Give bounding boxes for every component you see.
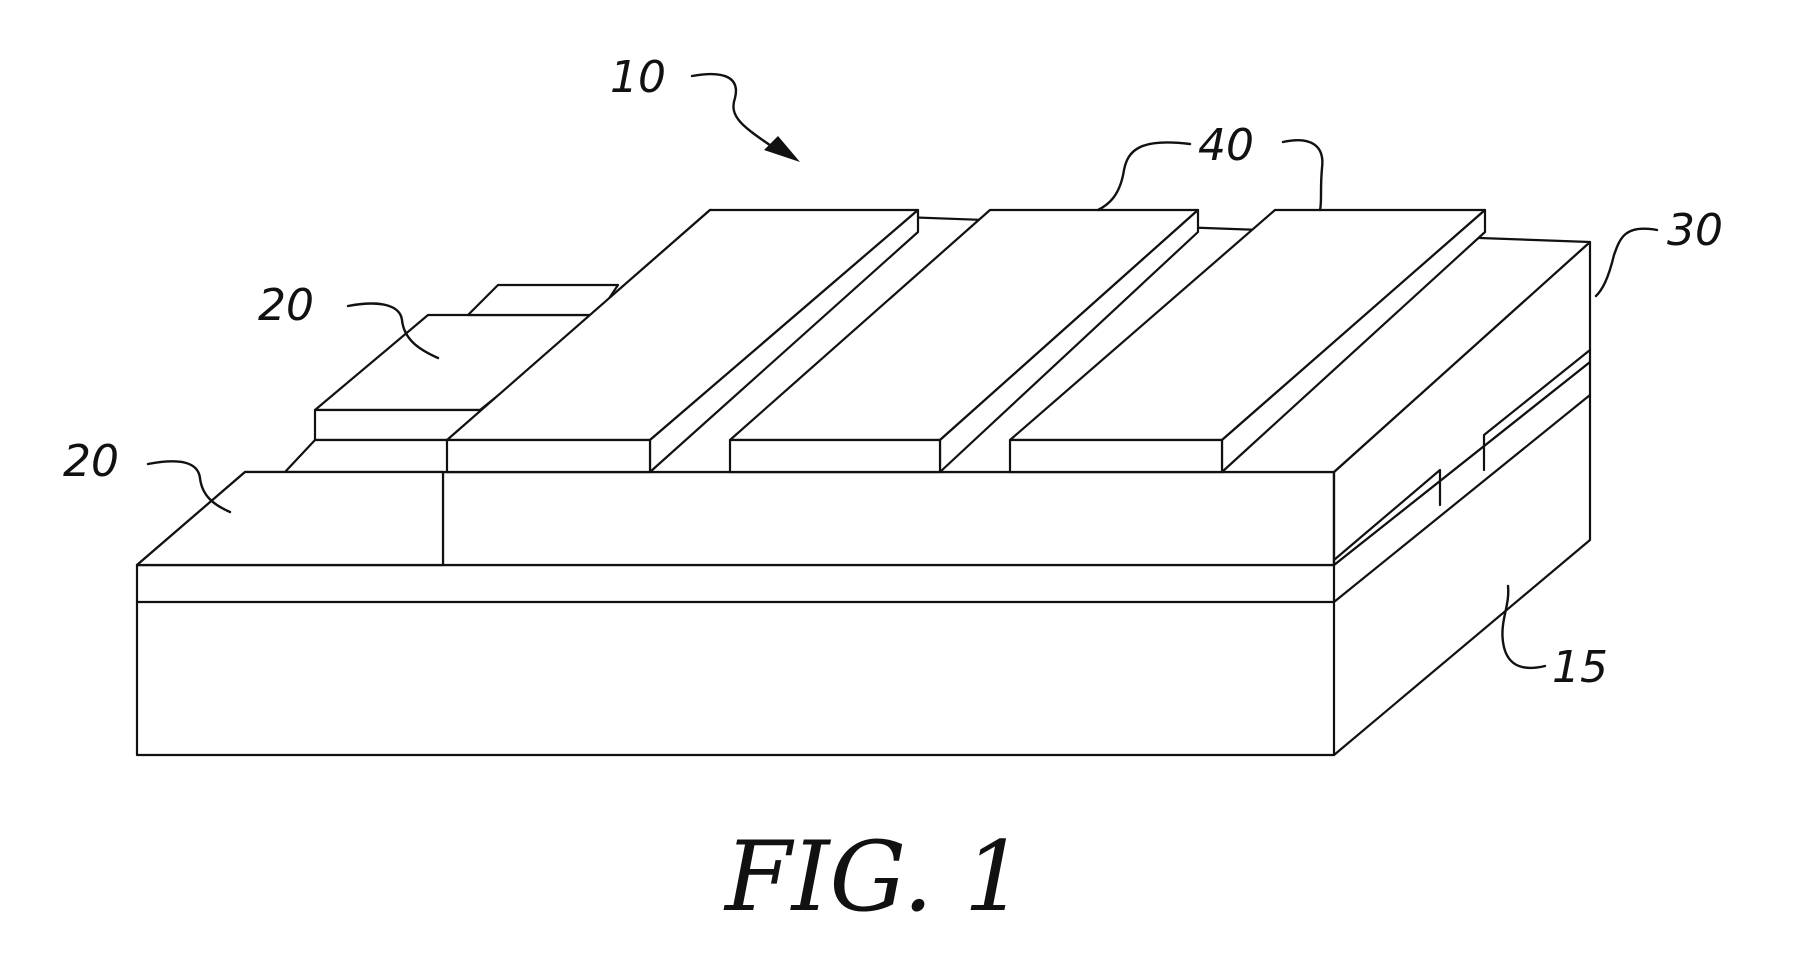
leader-strips-left [1098, 142, 1190, 210]
figure-caption: FIG. 1 [723, 821, 1025, 933]
label-device: 10 [610, 52, 666, 103]
electrode-lower [137, 472, 443, 565]
label-strips: 40 [1198, 120, 1254, 171]
label-layer: 30 [1667, 205, 1723, 256]
leader-strips-right [1283, 140, 1322, 210]
label-substrate: 15 [1552, 642, 1608, 693]
leader-layer [1596, 229, 1657, 296]
leader-device [692, 74, 780, 152]
leader-device-arrowhead [764, 136, 800, 162]
label-electrode-upper: 20 [258, 280, 314, 331]
label-electrode-lower: 20 [63, 436, 119, 487]
leader-substrate [1502, 586, 1545, 668]
leader-electrode-lower [148, 461, 230, 512]
